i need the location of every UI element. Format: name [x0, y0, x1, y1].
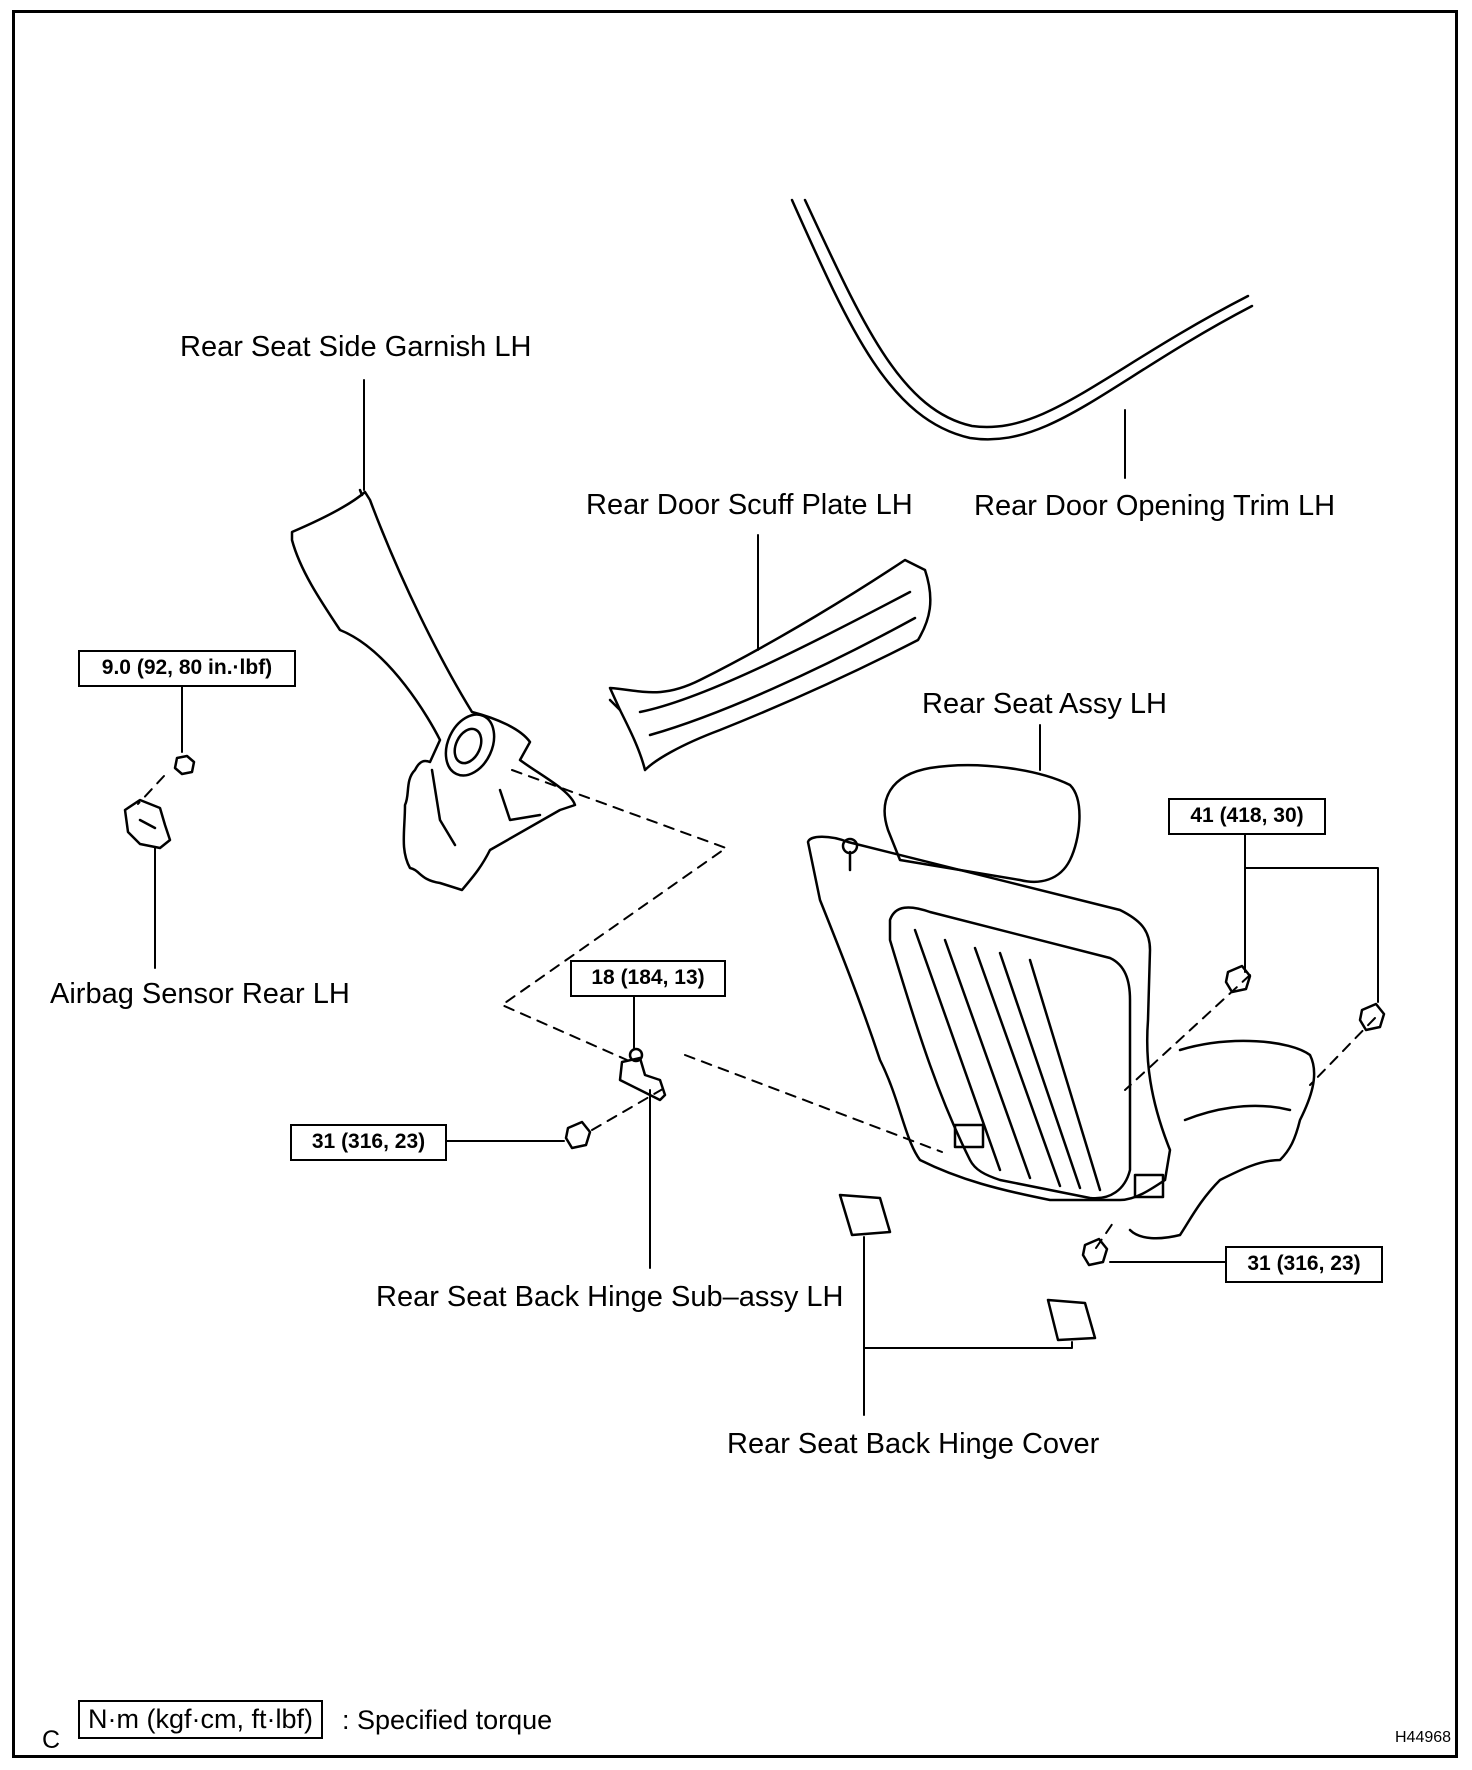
torque-seat-lower-bolt: 31 (316, 23)	[1225, 1246, 1383, 1283]
legend-corner-letter: C	[42, 1726, 61, 1754]
label-rear-seat-back-hinge-cover: Rear Seat Back Hinge Cover	[727, 1428, 1100, 1460]
legend-unit-box: N·m (kgf·cm, ft·lbf)	[78, 1700, 323, 1739]
torque-hinge-bolt: 31 (316, 23)	[290, 1124, 447, 1161]
label-rear-door-opening-trim: Rear Door Opening Trim LH	[974, 490, 1336, 522]
torque-hinge-nut: 18 (184, 13)	[570, 960, 726, 997]
label-rear-seat-side-garnish: Rear Seat Side Garnish LH	[180, 331, 532, 363]
torque-airbag-sensor-nut: 9.0 (92, 80 in.·lbf)	[78, 650, 296, 687]
label-rear-seat-assy: Rear Seat Assy LH	[922, 688, 1167, 720]
legend-description: : Specified torque	[342, 1705, 553, 1735]
door-opening-trim-part	[790, 198, 1254, 441]
hinge-sub-assy-part	[564, 1047, 667, 1150]
airbag-sensor-part	[123, 754, 196, 850]
scuff-plate-part	[608, 558, 932, 772]
hinge-covers	[838, 1193, 1097, 1342]
side-garnish-part	[290, 488, 577, 892]
leader-lines	[154, 379, 1379, 1416]
label-rear-door-scuff-plate: Rear Door Scuff Plate LH	[586, 489, 913, 521]
label-airbag-sensor-rear: Airbag Sensor Rear LH	[50, 978, 350, 1010]
label-rear-seat-back-hinge-sub-assy: Rear Seat Back Hinge Sub–assy LH	[376, 1281, 844, 1313]
rear-seat-part	[806, 763, 1316, 1240]
torque-seat-top-bolts: 41 (418, 30)	[1168, 798, 1326, 835]
dashed-guide-lines	[137, 769, 1376, 1249]
figure-code: H44968	[1395, 1729, 1452, 1746]
diagram-frame	[12, 10, 1458, 1758]
seat-bolts	[1081, 964, 1386, 1267]
